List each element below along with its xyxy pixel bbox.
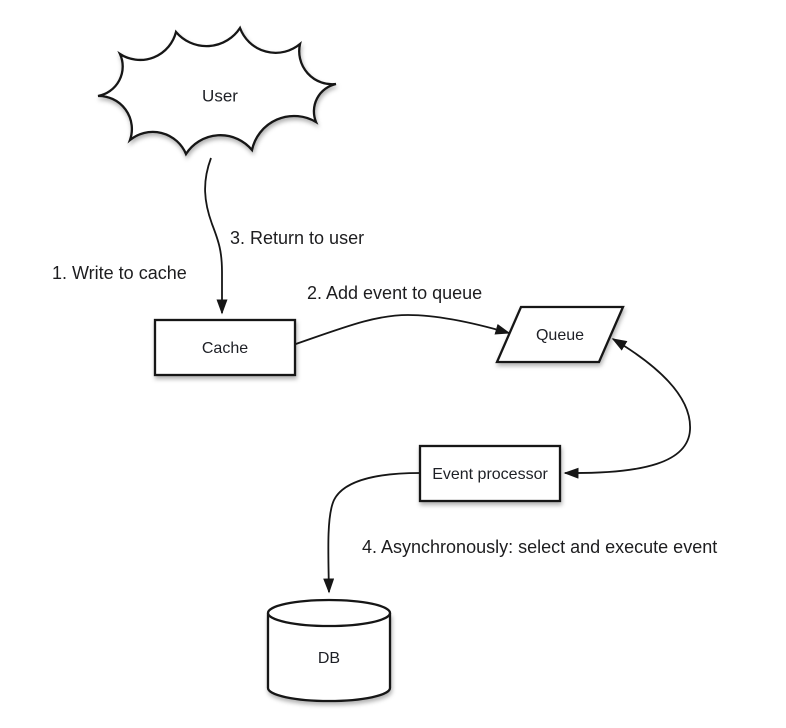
edge-cache-to-queue (292, 314, 511, 346)
edge-label-step4: 4. Asynchronously: select and execute ev… (362, 537, 717, 557)
db-cylinder-top (266, 598, 392, 628)
event-processor-label: Event processor (432, 466, 548, 483)
event-processor-shape (418, 444, 562, 503)
db-cylinder-body (266, 613, 392, 703)
db-label: DB (318, 650, 340, 667)
user-node: User (97, 25, 337, 157)
queue-label: Queue (536, 327, 584, 344)
edge-label-step2: 2. Add event to queue (307, 283, 482, 303)
event-processor-node: Event processor (418, 444, 562, 503)
cache-shape (153, 318, 297, 377)
edge-user-to-cache (204, 157, 228, 315)
cache-label: Cache (202, 340, 248, 357)
queue-node: Queue (495, 305, 625, 364)
cache-node: Cache (153, 318, 297, 377)
db-node: DB (266, 598, 392, 703)
edge-event-processor-to-db (323, 472, 421, 594)
edge-label-step3: 3. Return to user (230, 228, 364, 248)
cloud-shape (97, 25, 337, 157)
edge-queue-event-processor (563, 338, 691, 479)
user-label: User (202, 86, 238, 105)
queue-shape (495, 305, 625, 364)
edge-label-step1: 1. Write to cache (52, 263, 187, 283)
